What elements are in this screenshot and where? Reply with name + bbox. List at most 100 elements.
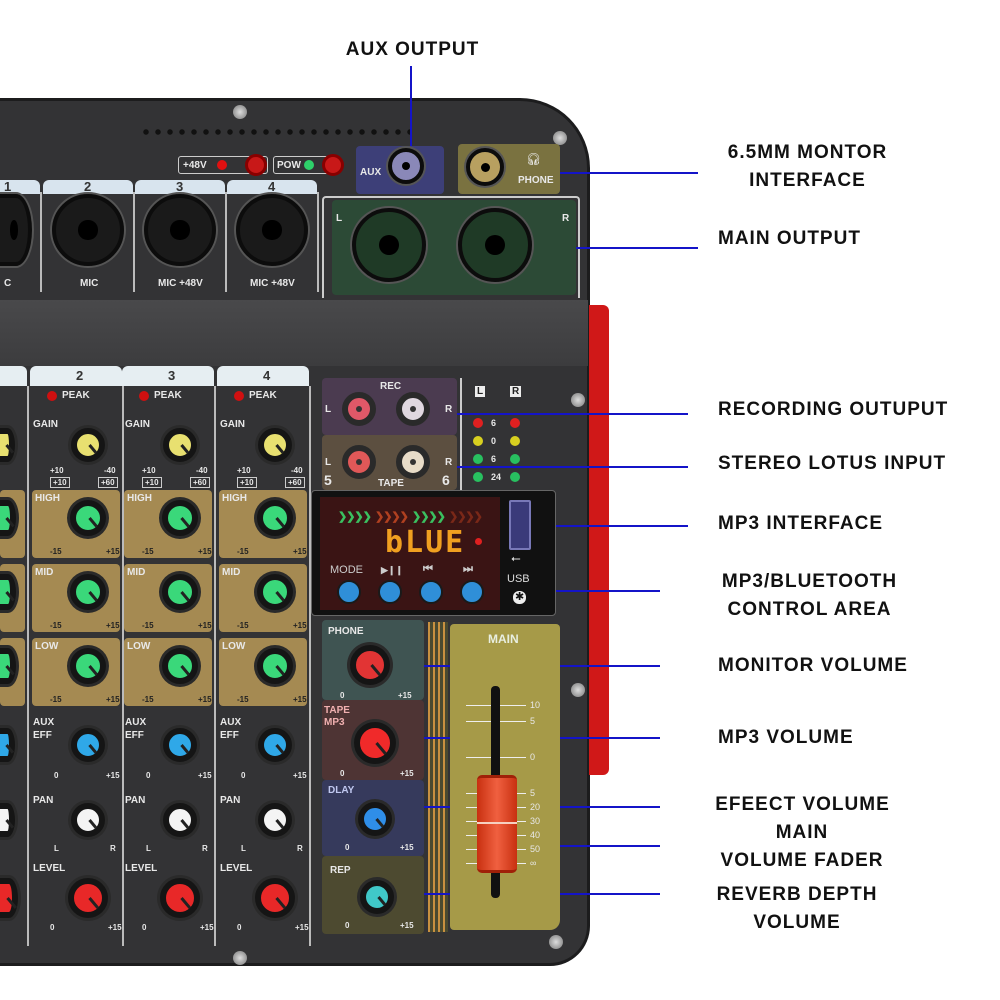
phantom-switch[interactable] [245, 154, 267, 176]
aux-max: +15 [106, 771, 120, 780]
gain-knob[interactable] [163, 428, 197, 462]
level-knob[interactable] [68, 878, 108, 918]
high-eq-knob[interactable] [257, 500, 293, 536]
eq-max: +15 [106, 695, 120, 704]
gain-knob[interactable] [71, 428, 105, 462]
eq-max: +15 [293, 621, 307, 630]
power-switch[interactable] [322, 154, 344, 176]
effect-volume-knob[interactable] [358, 802, 392, 836]
ch6-label: 6 [442, 472, 450, 488]
mp3-prev-label: ⏮ [423, 563, 433, 575]
gain-knob[interactable] [258, 428, 292, 462]
tape-l-label: L [325, 457, 332, 468]
mid-eq-knob[interactable] [70, 574, 106, 610]
peak-led [47, 391, 57, 401]
phone-label: PHONE [518, 175, 554, 186]
usb-port[interactable] [509, 500, 531, 550]
low-eq-knob[interactable] [0, 648, 16, 684]
pan-knob[interactable] [71, 803, 105, 837]
aux-max: +15 [293, 771, 307, 780]
input-number: 4 [268, 179, 276, 194]
level-min: 0 [237, 923, 242, 932]
meter-led-right [510, 418, 520, 428]
aux-eff-knob[interactable] [258, 728, 292, 762]
delay-min: 0 [345, 843, 350, 852]
aux-label: AUX [360, 167, 382, 178]
low-eq-knob[interactable] [257, 648, 293, 684]
rec-output-right[interactable] [396, 392, 430, 426]
mp3-play-pause-button[interactable] [378, 580, 402, 604]
mp3-previous-button[interactable] [419, 580, 443, 604]
aux-output-jack[interactable] [388, 148, 424, 184]
main-output-xlr-right[interactable] [458, 208, 532, 282]
pan-knob[interactable] [163, 803, 197, 837]
mid-eq-knob[interactable] [257, 574, 293, 610]
level-knob[interactable] [255, 878, 295, 918]
high-label: HIGH [222, 493, 247, 504]
eq-max: +15 [293, 695, 307, 704]
mp3-next-label: ⏭ [463, 563, 473, 575]
input-header [227, 180, 317, 194]
mp3-mode-button[interactable] [337, 580, 361, 604]
rec-output-left[interactable] [342, 392, 376, 426]
screw-icon [553, 131, 567, 145]
screw-icon [571, 683, 585, 697]
eq-max: +15 [106, 547, 120, 556]
stereo-lotus-line [425, 466, 688, 468]
main-output-xlr-left[interactable] [352, 208, 426, 282]
combo-input-jack[interactable] [0, 194, 32, 266]
pan-knob[interactable] [258, 803, 292, 837]
main-volume-fader-knob[interactable] [477, 775, 517, 873]
aux-eff-knob[interactable] [163, 728, 197, 762]
phone-output-jack[interactable] [466, 148, 504, 186]
high-eq-knob[interactable] [0, 500, 16, 536]
combo-input-jack[interactable] [144, 194, 216, 266]
aux-label: AUX [125, 717, 147, 728]
low-eq-knob[interactable] [70, 648, 106, 684]
fader-scale-label: 10 [530, 700, 541, 710]
tape-input-right[interactable] [396, 445, 430, 479]
high-label: HIGH [127, 493, 152, 504]
level-knob[interactable] [160, 878, 200, 918]
combo-input-jack[interactable] [236, 194, 308, 266]
low-label: LOW [222, 641, 246, 652]
pan-knob[interactable] [0, 803, 15, 837]
gain-knob[interactable] [0, 428, 15, 462]
high-eq-knob[interactable] [162, 500, 198, 536]
eq-min: -15 [50, 547, 62, 556]
low-eq-knob[interactable] [162, 648, 198, 684]
mp3-next-button[interactable] [460, 580, 484, 604]
tape-r-label: R [445, 457, 453, 468]
main-output-line [520, 247, 698, 249]
mid-label: MID [35, 567, 54, 578]
reverb-depth-knob[interactable] [360, 880, 394, 914]
combo-input-jack[interactable] [52, 194, 124, 266]
mp3-volume-knob[interactable] [354, 722, 396, 764]
mixer-slope [0, 300, 588, 366]
gain-label: GAIN [220, 419, 245, 430]
monitor-interface-line [525, 172, 698, 174]
mid-eq-knob[interactable] [0, 574, 16, 610]
callout-text: VOLUME FADER [720, 850, 884, 871]
level-knob[interactable] [0, 878, 18, 918]
aux-label: AUX [33, 717, 55, 728]
eq-max: +15 [293, 547, 307, 556]
phone-volume-label: PHONE [328, 626, 364, 637]
meter-divider [460, 378, 462, 490]
tape-input-left[interactable] [342, 445, 376, 479]
monitor-volume-knob[interactable] [350, 645, 390, 685]
channel-divider [133, 192, 135, 292]
callout-main-output: MAIN OUTPUT [718, 228, 861, 249]
peak-label: PEAK [62, 390, 90, 401]
high-eq-knob[interactable] [70, 500, 106, 536]
aux-eff-knob[interactable] [71, 728, 105, 762]
mid-eq-knob[interactable] [162, 574, 198, 610]
usb-label: USB [507, 573, 530, 585]
gain-min: +10 [237, 466, 251, 475]
fader-scale-label: 5 [530, 788, 536, 798]
eq-max: +15 [198, 695, 212, 704]
main-label: MAIN [488, 632, 519, 646]
meter-led-left [473, 418, 483, 428]
aux-eff-knob[interactable] [0, 728, 15, 762]
